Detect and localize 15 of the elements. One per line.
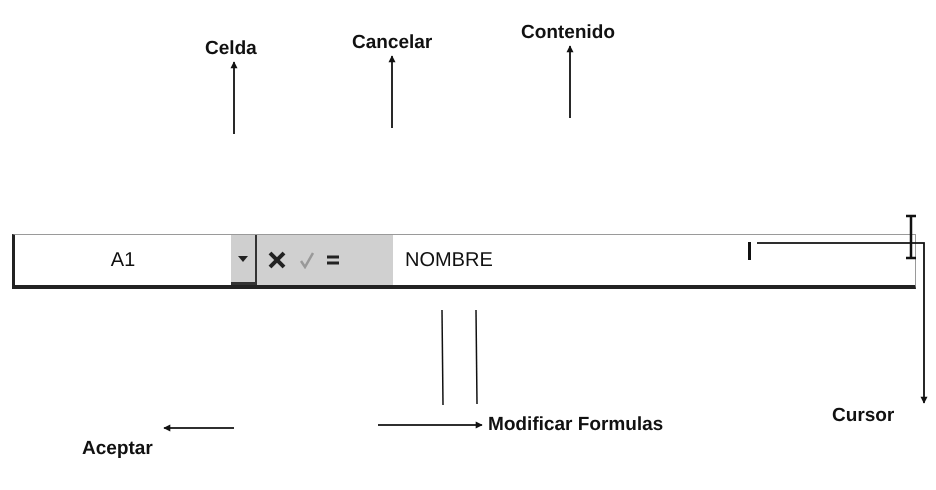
callout-label: Contenido [521,22,615,44]
callout-label: Cursor [832,405,894,427]
callout-label: Aceptar [82,438,153,460]
arrow [566,45,574,118]
callout-label: Celda [205,38,257,60]
arrow [163,424,234,432]
formula-field: NOMBRE [393,235,915,285]
arrow [378,422,483,428]
arrow [230,61,238,134]
callout-label: Modificar Formulas [488,414,664,436]
arrow [757,242,928,404]
callout-label: Cancelar [352,32,432,54]
name-box: A1 [15,235,231,285]
arrow [388,55,396,128]
text-cursor [748,242,751,260]
